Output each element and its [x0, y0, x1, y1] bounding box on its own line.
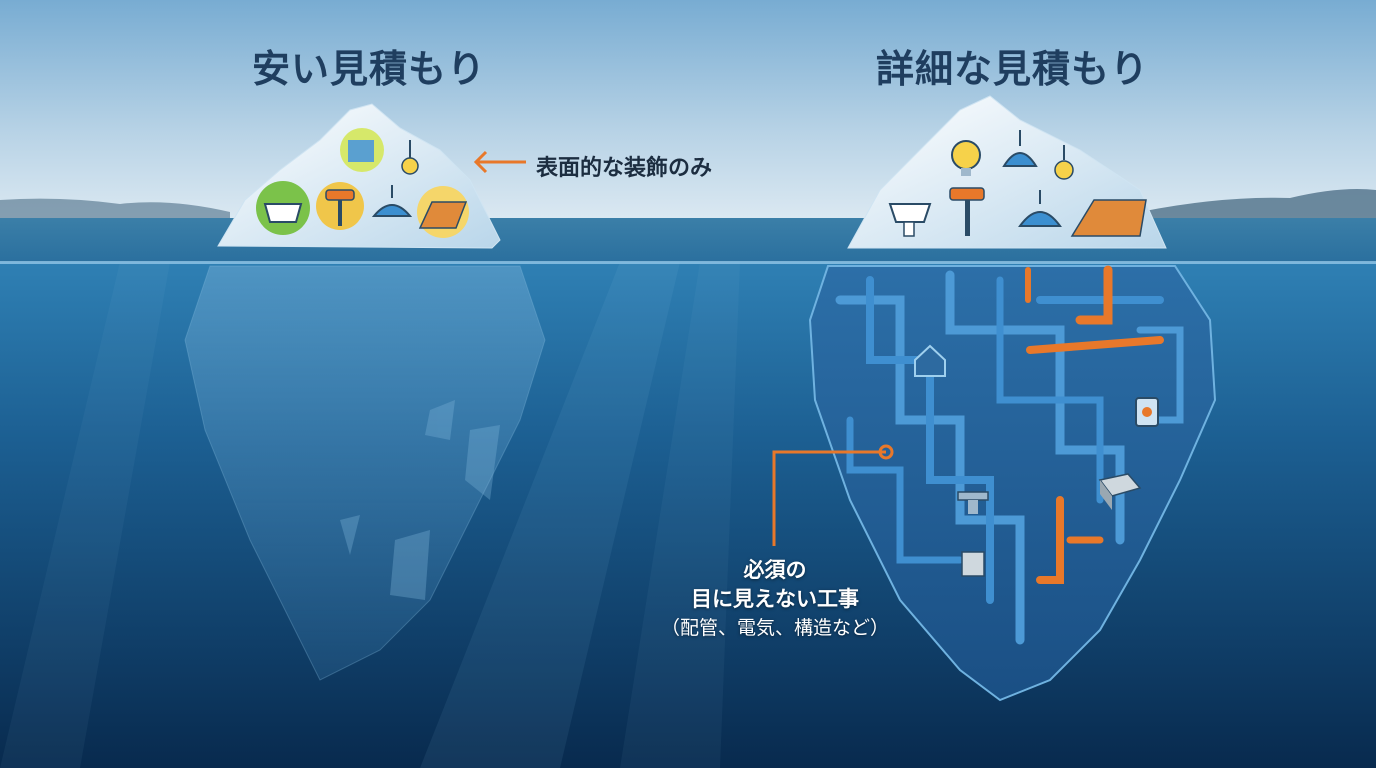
left-iceberg-underwater: [184, 265, 546, 681]
left-ice-fragments: [340, 400, 500, 600]
steel-beam-icon: [957, 491, 989, 501]
insulation-icon: [961, 551, 985, 577]
distant-hills-left: [0, 198, 230, 222]
hidden-note-line2: 目に見えない工事: [691, 587, 859, 611]
sky: [0, 0, 1376, 222]
concrete-block-icon: [1098, 473, 1142, 497]
surface-note-arrow: [473, 150, 526, 174]
left-surface-icons: [256, 128, 469, 238]
right-underwater-icons: [914, 344, 1159, 577]
light-bulb-icon: [401, 140, 419, 175]
house-icon: [914, 344, 946, 377]
light-rays: [0, 262, 740, 768]
waterline: [0, 261, 1376, 264]
right-iceberg-underwater: [808, 265, 1217, 702]
distant-hills-right: [1140, 189, 1376, 222]
hidden-work-note: 必須の 目に見えない工事 （配管、電気、構造など）: [620, 556, 930, 642]
pendant-lamp-icon: [371, 185, 413, 217]
light-bulb-icon: [951, 140, 1074, 180]
surface-decoration-note: 表面的な装飾のみ: [536, 156, 713, 181]
cheap-estimate-title: 安い見積もり: [252, 47, 487, 91]
hidden-note-line3: （配管、電気、構造など）: [660, 617, 889, 639]
pipe-network-icon: [835, 265, 1184, 645]
sea-surface: [0, 218, 1376, 264]
wood-floor-icon: [1070, 199, 1147, 237]
hidden-note-callout: [772, 444, 894, 546]
sink-icon: [888, 203, 932, 237]
paint-roller-icon: [949, 187, 985, 236]
hidden-note-line1: 必須の: [743, 558, 807, 582]
right-surface-icons: [888, 130, 1147, 237]
detailed-estimate-title: 詳細な見積もり: [876, 47, 1150, 91]
pendant-lamp-icon: [1002, 130, 1062, 227]
